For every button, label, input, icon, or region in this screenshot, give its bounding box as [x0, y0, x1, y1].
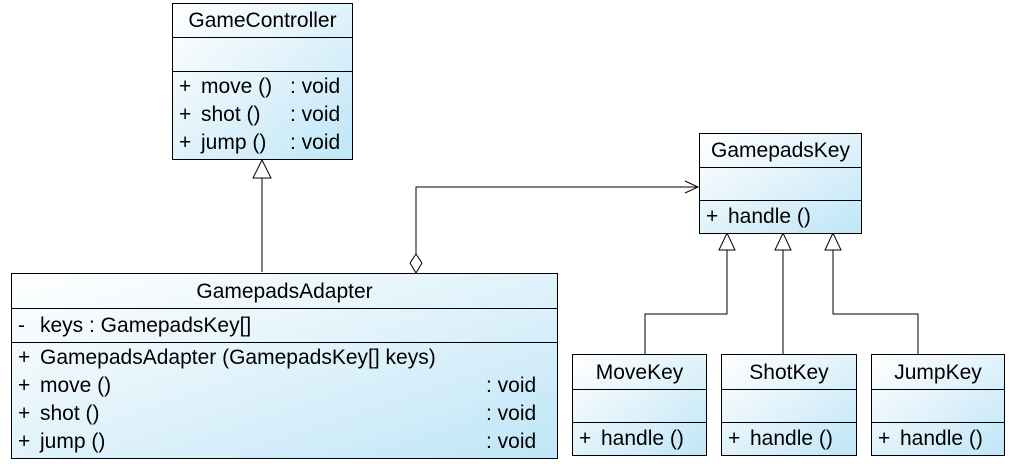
operation-name: handle () — [900, 427, 983, 450]
generalization-movekey — [644, 250, 728, 354]
visibility: + — [18, 374, 31, 397]
operation-name: handle () — [728, 205, 811, 228]
attributes-section — [573, 390, 706, 423]
class-name: GamepadsAdapter — [196, 279, 373, 303]
operation-row: + handle () — [728, 428, 833, 449]
return-type: : void — [290, 103, 341, 126]
operations-section: + handle () — [722, 423, 856, 455]
operation-row: + shot () : void — [18, 402, 536, 425]
visibility: + — [18, 346, 31, 369]
operation-name: move () — [40, 374, 112, 397]
class-shot-key: ShotKey + handle () — [721, 354, 857, 456]
operation-row: + handle () — [706, 206, 811, 227]
class-name: ShotKey — [749, 360, 829, 384]
return-type: : void — [290, 75, 341, 98]
class-game-controller: GameController + move () : void + shot () : … — [172, 3, 353, 160]
operation-name: shot () — [40, 402, 100, 425]
operations-section: + GamepadsAdapter (GamepadsKey[] keys) + m… — [12, 343, 557, 458]
visibility: + — [18, 430, 31, 453]
class-name: MoveKey — [595, 360, 684, 384]
inheritance-arrow-shotkey — [774, 231, 792, 251]
visibility: + — [18, 402, 31, 425]
class-gamepads-adapter: GamepadsAdapter -keys : GamepadsKey[] + G… — [11, 273, 558, 459]
class-name-section: GamepadsKey — [700, 134, 861, 168]
attribute-row: -keys : GamepadsKey[] — [18, 315, 251, 336]
visibility: + — [579, 427, 592, 450]
operations-section: + handle () — [573, 423, 706, 455]
class-jump-key: JumpKey + handle () — [871, 354, 1005, 456]
class-move-key: MoveKey + handle () — [572, 354, 707, 456]
operations-section: + handle () — [872, 423, 1004, 455]
attributes-section — [173, 38, 352, 72]
visibility: + — [728, 427, 741, 450]
inheritance-arrow-game-controller — [252, 158, 272, 179]
operation-name: handle () — [601, 427, 684, 450]
visibility: + — [179, 131, 192, 154]
operation-row: + shot () : void — [179, 103, 340, 126]
visibility: + — [878, 427, 891, 450]
return-type: : void — [486, 430, 537, 453]
inheritance-arrow-movekey — [718, 231, 736, 251]
operation-row: + handle () — [579, 428, 684, 449]
class-gamepads-key: GamepadsKey + handle () — [699, 133, 862, 234]
visibility: + — [706, 205, 719, 228]
operation-name: handle () — [750, 427, 833, 450]
class-name-section: GamepadsAdapter — [12, 274, 557, 309]
class-name-section: JumpKey — [872, 355, 1004, 390]
return-type: : void — [486, 402, 537, 425]
operations-section: + handle () — [700, 201, 861, 233]
operation-row: + jump () : void — [179, 131, 340, 154]
visibility: - — [18, 314, 25, 337]
attributes-section — [872, 390, 1004, 423]
class-name-section: GameController — [173, 4, 352, 38]
aggregation-diamond — [409, 253, 423, 274]
operation-name: shot () — [201, 103, 261, 126]
class-name-section: MoveKey — [573, 355, 706, 390]
visibility: + — [179, 75, 192, 98]
aggregation-adapter-key — [415, 186, 697, 254]
operation-name: GamepadsAdapter (GamepadsKey[] keys) — [40, 346, 436, 369]
operation-name: jump () — [201, 131, 267, 154]
return-type: : void — [486, 374, 537, 397]
attributes-section — [722, 390, 856, 423]
generalization-jumpkey — [832, 250, 919, 354]
operation-row: + handle () — [878, 428, 983, 449]
navigability-arrow-gamepads-key — [684, 180, 700, 194]
operation-row: + move () : void — [179, 75, 340, 98]
attribute-name: keys : GamepadsKey[] — [40, 314, 252, 337]
operation-row: + move () : void — [18, 374, 536, 397]
return-type: : void — [290, 131, 341, 154]
operations-section: + move () : void + shot () : void + jump () : … — [173, 72, 352, 159]
operation-name: move () — [201, 75, 273, 98]
visibility: + — [179, 103, 192, 126]
class-name: GamepadsKey — [711, 139, 850, 162]
class-name: GameController — [188, 9, 337, 32]
attributes-section — [700, 168, 861, 201]
class-name-section: ShotKey — [722, 355, 856, 390]
class-name: JumpKey — [894, 360, 982, 384]
attributes-section: -keys : GamepadsKey[] — [12, 309, 557, 343]
inheritance-arrow-jumpkey — [824, 231, 842, 251]
operation-row: + GamepadsAdapter (GamepadsKey[] keys) — [18, 347, 436, 368]
operation-name: jump () — [40, 430, 106, 453]
operation-row: + jump () : void — [18, 430, 536, 453]
